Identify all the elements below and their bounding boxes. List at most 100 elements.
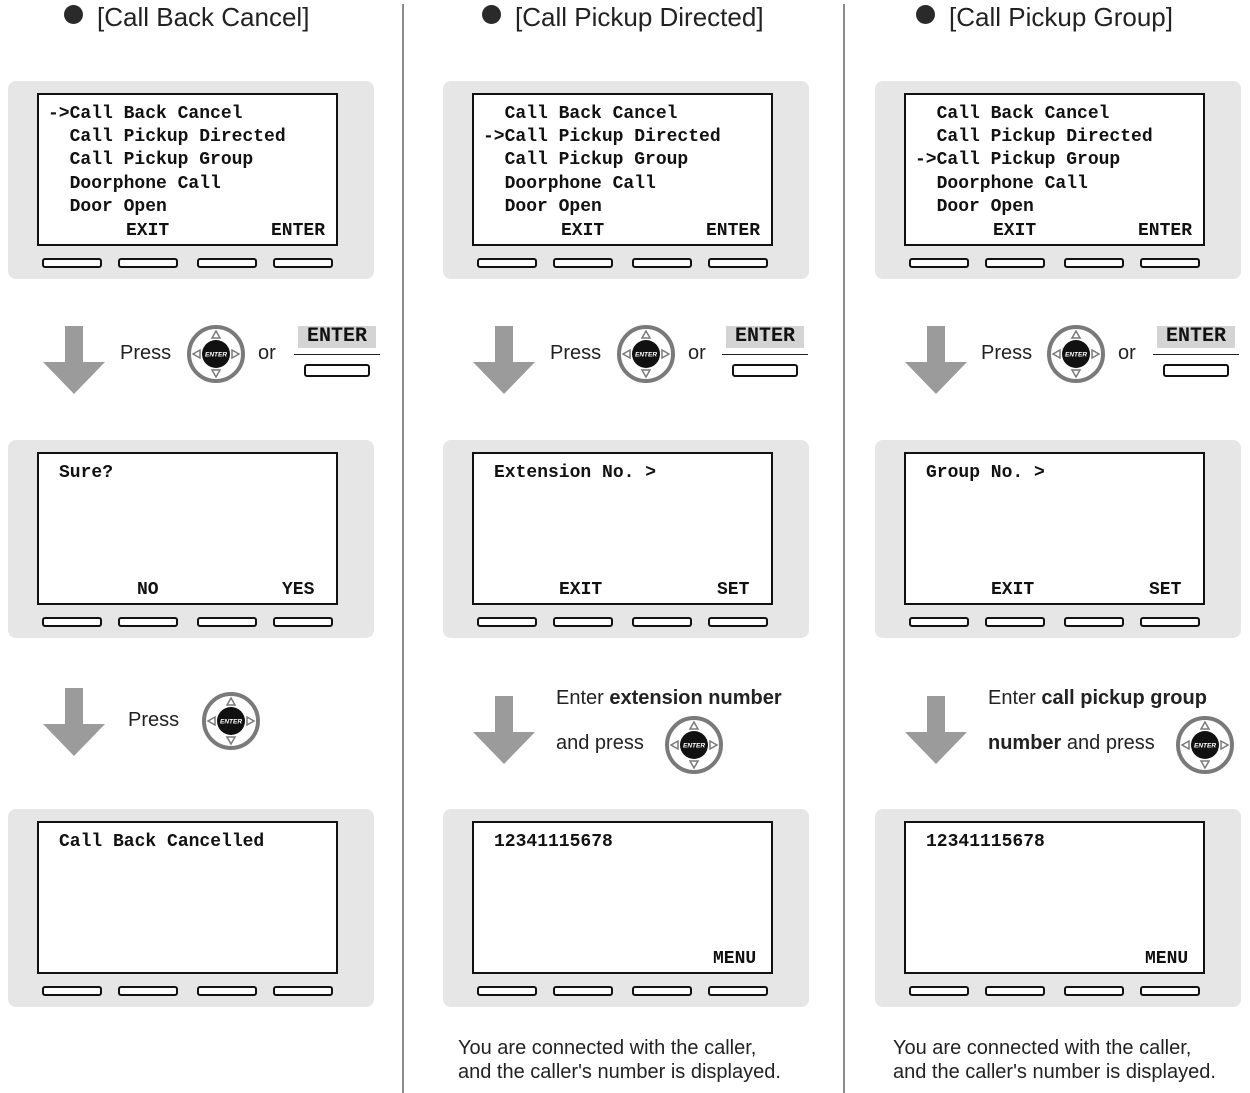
press-label: Press [981,342,1033,364]
display-panel-input: Group No. > EXIT SET [875,440,1241,638]
or-label: or [258,342,276,364]
column-divider-2 [843,4,845,1093]
navigator-enter-key-icon[interactable]: ENTER [187,325,245,383]
menu-line: Doorphone Call [483,174,656,194]
down-arrow-icon [473,326,535,394]
soft-button-4[interactable] [273,617,333,627]
soft-button-3[interactable] [1064,258,1124,268]
soft-button-2[interactable] [118,617,178,627]
soft-button-1[interactable] [42,258,102,268]
soft-button-3[interactable] [632,986,692,996]
soft-button-2[interactable] [553,986,613,996]
instruction-prefix: Enter [556,687,610,709]
soft-button-1[interactable] [909,258,969,268]
navigator-enter-key-icon[interactable]: ENTER [1176,716,1234,774]
or-label: or [688,342,706,364]
soft-button-2[interactable] [553,258,613,268]
soft-button-2[interactable] [985,986,1045,996]
result-note: You are connected with the caller, and t… [893,1036,1216,1084]
enter-soft-key[interactable]: ENTER [1153,326,1239,382]
enter-key-rule [294,354,380,355]
navigator-key-label: ENTER [220,719,242,726]
softkey-label-right: MENU [1145,949,1189,969]
result-note: You are connected with the caller, and t… [458,1036,781,1084]
column-title-text: [Call Pickup Group] [949,2,1173,32]
enter-key-button[interactable] [1163,364,1229,377]
instruction-prefix: Enter [988,687,1042,709]
soft-button-2[interactable] [985,617,1045,627]
soft-button-3[interactable] [197,986,257,996]
softkey-label-right: SET [1149,580,1182,600]
soft-button-2[interactable] [985,258,1045,268]
menu-line: Doorphone Call [48,174,221,194]
display-panel-menu: Call Back Cancel ->Call Pickup Directed … [443,81,809,279]
softkey-label-left: NO [137,580,159,600]
soft-button-4[interactable] [708,258,768,268]
column-title-text: [Call Pickup Directed] [515,2,764,32]
navigator-enter-key-icon[interactable]: ENTER [617,325,675,383]
or-label: or [1118,342,1136,364]
navigator-enter-key-icon[interactable]: ENTER [665,716,723,774]
soft-button-3[interactable] [1064,617,1124,627]
instruction-line-1: Enter extension number [556,687,782,710]
soft-button-1[interactable] [477,986,537,996]
soft-button-1[interactable] [42,617,102,627]
soft-button-1[interactable] [909,986,969,996]
soft-button-4[interactable] [708,617,768,627]
soft-button-1[interactable] [42,986,102,996]
soft-button-2[interactable] [118,258,178,268]
enter-key-button[interactable] [732,364,798,377]
enter-key-button[interactable] [304,364,370,377]
soft-button-1[interactable] [477,258,537,268]
soft-button-4[interactable] [708,986,768,996]
result-note-line: You are connected with the caller, [893,1037,1192,1059]
navigator-key-label: ENTER [683,743,705,750]
soft-button-3[interactable] [1064,986,1124,996]
softkey-label-right: ENTER [1138,221,1193,241]
soft-button-2[interactable] [118,986,178,996]
column-divider-1 [402,4,404,1093]
screen-message: 12341115678 [494,832,613,852]
navigator-enter-key-icon[interactable]: ENTER [202,692,260,750]
display-panel-menu: Call Back Cancel Call Pickup Directed ->… [875,81,1241,279]
screen-message: Group No. > [926,463,1045,483]
soft-button-4[interactable] [1140,258,1200,268]
navigator-enter-key-icon[interactable]: ENTER [1047,325,1105,383]
press-label: Press [120,342,172,364]
enter-soft-key[interactable]: ENTER [722,326,808,382]
soft-button-4[interactable] [1140,986,1200,996]
soft-button-3[interactable] [197,617,257,627]
softkey-label-right: ENTER [271,221,326,241]
menu-line: Call Pickup Directed [48,127,286,147]
menu-line: Call Back Cancel [483,104,678,124]
enter-soft-key[interactable]: ENTER [294,326,380,382]
soft-button-3[interactable] [632,258,692,268]
soft-button-3[interactable] [632,617,692,627]
screen-message: Extension No. > [494,463,657,483]
result-note-line: You are connected with the caller, [458,1037,757,1059]
lcd-screen: Call Back Cancel Call Pickup Directed ->… [904,93,1205,246]
menu-line: ->Call Pickup Directed [483,127,721,147]
menu-line: Door Open [915,197,1034,217]
navigator-key-label: ENTER [635,352,657,359]
soft-button-3[interactable] [197,258,257,268]
lcd-screen: Call Back Cancel ->Call Pickup Directed … [472,93,773,246]
screen-message: Sure? [59,463,114,483]
softkey-label-left: EXIT [561,221,605,241]
soft-button-4[interactable] [1140,617,1200,627]
enter-key-label: ENTER [726,326,804,348]
menu-line: Call Pickup Directed [915,127,1153,147]
soft-button-4[interactable] [273,258,333,268]
down-arrow-icon [43,688,105,756]
instruction-bold: call pickup group [1041,687,1207,709]
softkey-label-left: EXIT [559,580,603,600]
lcd-screen: 12341115678 MENU [904,821,1205,974]
display-panel-result: Call Back Cancelled [8,809,374,1007]
lcd-screen: Group No. > EXIT SET [904,452,1205,605]
soft-button-1[interactable] [909,617,969,627]
bullet-icon [64,5,83,24]
soft-button-2[interactable] [553,617,613,627]
bullet-icon [916,5,935,24]
soft-button-4[interactable] [273,986,333,996]
soft-button-1[interactable] [477,617,537,627]
